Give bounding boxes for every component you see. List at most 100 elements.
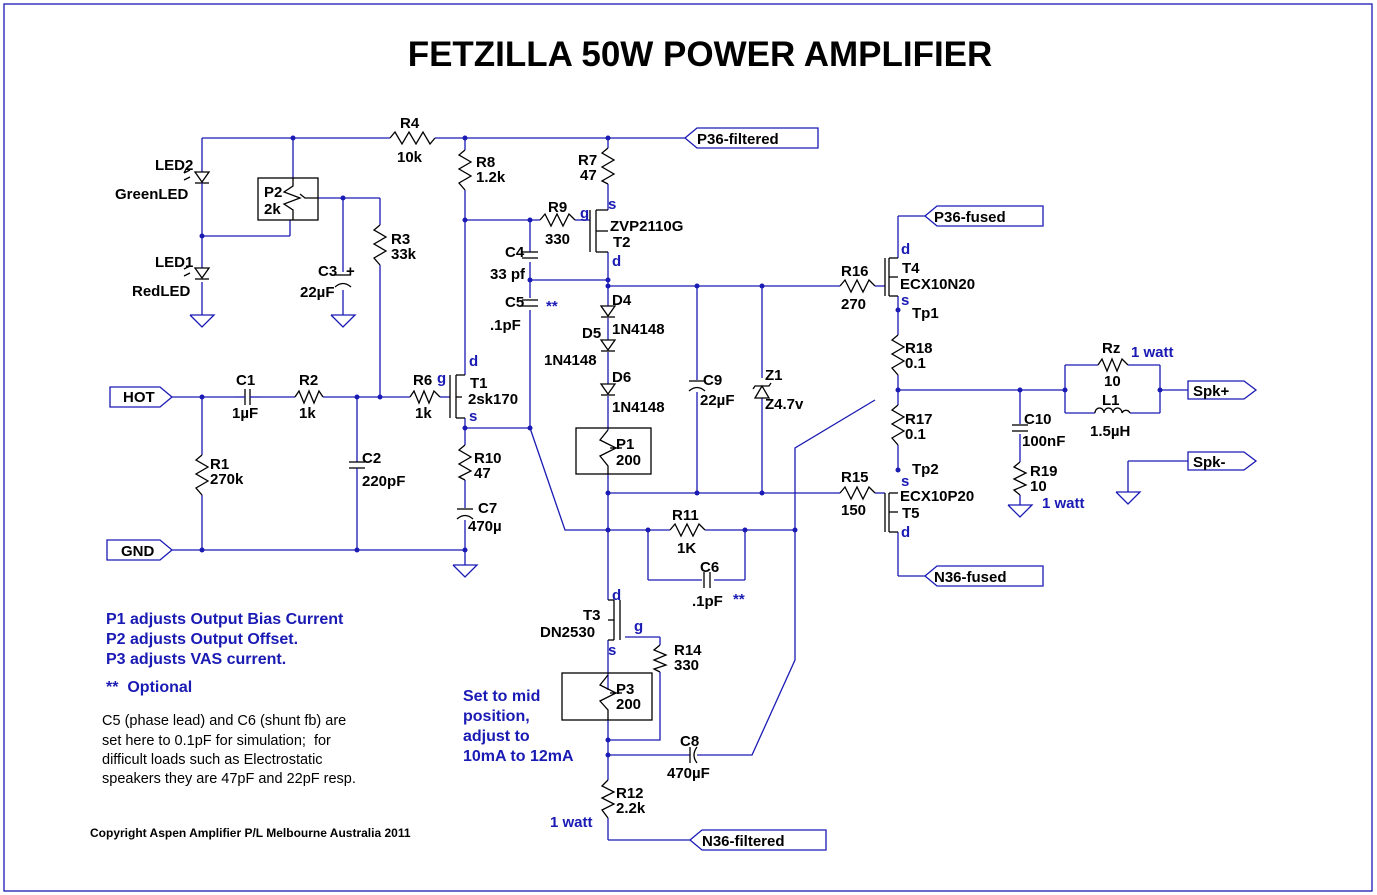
pin-s-t2: s bbox=[608, 196, 616, 213]
c1-val: 1µF bbox=[232, 405, 258, 422]
p3-adjust-note-line4: 10mA to 12mA bbox=[463, 748, 574, 765]
r10-val: 47 bbox=[474, 465, 491, 482]
l1-symbol bbox=[1094, 407, 1131, 414]
r4-ref: R4 bbox=[400, 115, 420, 132]
wires bbox=[172, 137, 1188, 841]
c5-val: .1pF bbox=[490, 317, 521, 334]
rz-power-note: 1 watt bbox=[1131, 344, 1174, 361]
r12-power-note: 1 watt bbox=[550, 814, 593, 831]
c4-ref: C4 bbox=[505, 244, 525, 261]
p1-val: 200 bbox=[616, 452, 641, 469]
t1-val: 2sk170 bbox=[468, 391, 518, 408]
port-hot: HOT bbox=[123, 389, 155, 406]
c10-val: 100nF bbox=[1022, 433, 1065, 450]
pin-s-t4: s bbox=[901, 292, 909, 309]
note-optional: ** Optional bbox=[106, 679, 192, 696]
c3-ref: C3 bbox=[318, 263, 337, 280]
r8-symbol bbox=[457, 149, 473, 191]
r7-symbol bbox=[600, 147, 616, 185]
pin-d-t3: d bbox=[612, 587, 621, 604]
r6-ref: R6 bbox=[413, 372, 432, 389]
r18-symbol bbox=[890, 334, 906, 376]
r10-symbol bbox=[457, 444, 473, 481]
c7-ref: C7 bbox=[478, 500, 497, 517]
t2-ref: T2 bbox=[613, 234, 631, 251]
t2-val: ZVP2110G bbox=[610, 218, 683, 235]
rz-val: 10 bbox=[1104, 373, 1121, 390]
c2-ref: C2 bbox=[362, 450, 381, 467]
led2-ref: LED2 bbox=[155, 157, 193, 174]
r9-symbol bbox=[539, 212, 576, 228]
tp1-label: Tp1 bbox=[912, 305, 939, 322]
ground-symbols bbox=[189, 314, 1142, 578]
junction-dots bbox=[199, 135, 1163, 758]
p3-adjust-note-line3: adjust to bbox=[463, 728, 530, 745]
note-p1: P1 adjusts Output Bias Current bbox=[106, 611, 344, 628]
r19-symbol bbox=[1012, 461, 1028, 496]
r9-ref: R9 bbox=[548, 199, 567, 216]
r19-ref: R19 bbox=[1030, 463, 1058, 480]
p3-adjust-note-line2: position, bbox=[463, 708, 530, 725]
c10-ref: C10 bbox=[1024, 411, 1052, 428]
r2-val: 1k bbox=[299, 405, 316, 422]
c9-val: 22µF bbox=[700, 392, 735, 409]
t4-val: ECX10N20 bbox=[900, 276, 975, 293]
c3-val: 22µF bbox=[300, 284, 335, 301]
c6-optional-mark: ** bbox=[733, 591, 745, 608]
t3-val: DN2530 bbox=[540, 624, 595, 641]
r17-val: 0.1 bbox=[905, 426, 926, 443]
t1-ref: T1 bbox=[470, 375, 488, 392]
d6-ref: D6 bbox=[612, 369, 631, 386]
transistors bbox=[449, 209, 898, 641]
led2-val: GreenLED bbox=[115, 186, 189, 203]
c9-ref: C9 bbox=[703, 372, 722, 389]
r14-ref: R14 bbox=[674, 642, 702, 659]
r1-val: 270k bbox=[210, 471, 244, 488]
r11-ref: R11 bbox=[672, 507, 699, 524]
r16-symbol bbox=[839, 278, 876, 294]
r18-val: 0.1 bbox=[905, 355, 926, 372]
d5-ref: D5 bbox=[582, 325, 601, 342]
c8-val: 470µF bbox=[667, 765, 710, 782]
port-flags bbox=[106, 127, 1258, 851]
port-gnd: GND bbox=[121, 543, 155, 560]
r19-power-note: 1 watt bbox=[1042, 495, 1085, 512]
r14-val: 330 bbox=[674, 657, 699, 674]
port-n36-filtered: N36-filtered bbox=[702, 833, 785, 850]
d4-val: 1N4148 bbox=[612, 321, 665, 338]
r12-symbol bbox=[600, 779, 616, 819]
p1-ref: P1 bbox=[616, 436, 634, 453]
note-phase-line1: C5 (phase lead) and C6 (shunt fb) are bbox=[102, 713, 346, 729]
r3-val: 33k bbox=[391, 246, 417, 263]
pin-d-t5: d bbox=[901, 524, 910, 541]
r3-ref: R3 bbox=[391, 231, 410, 248]
resistors bbox=[194, 130, 1129, 819]
rz-ref: Rz bbox=[1102, 340, 1120, 357]
c5-optional-mark: ** bbox=[546, 298, 558, 315]
r12-val: 2.2k bbox=[616, 800, 646, 817]
port-spk-pos: Spk+ bbox=[1193, 383, 1230, 400]
d6-val: 1N4148 bbox=[612, 399, 665, 416]
port-n36-fused: N36-fused bbox=[934, 569, 1007, 586]
r15-val: 150 bbox=[841, 502, 866, 519]
tp2-label: Tp2 bbox=[912, 461, 939, 478]
r17-ref: R17 bbox=[905, 411, 933, 428]
r4-val: 10k bbox=[397, 149, 423, 166]
note-phase-line3: difficult loads such as Electrostatic bbox=[102, 752, 323, 768]
t4-ref: T4 bbox=[902, 260, 920, 277]
rz-symbol bbox=[1097, 357, 1129, 373]
r15-symbol bbox=[839, 485, 876, 501]
note-phase-line4: speakers they are 47pF and 22pF resp. bbox=[102, 771, 356, 787]
r16-ref: R16 bbox=[841, 263, 869, 280]
p3-adjust-note-line1: Set to mid bbox=[463, 688, 540, 705]
p2-ref: P2 bbox=[264, 184, 282, 201]
r2-ref: R2 bbox=[299, 372, 318, 389]
led1-ref: LED1 bbox=[155, 254, 193, 271]
c5-ref: C5 bbox=[505, 294, 524, 311]
r3-symbol bbox=[372, 224, 388, 266]
z1-ref: Z1 bbox=[765, 367, 783, 384]
r11-symbol bbox=[669, 522, 706, 538]
r19-val: 10 bbox=[1030, 478, 1047, 495]
r1-symbol bbox=[194, 454, 210, 496]
